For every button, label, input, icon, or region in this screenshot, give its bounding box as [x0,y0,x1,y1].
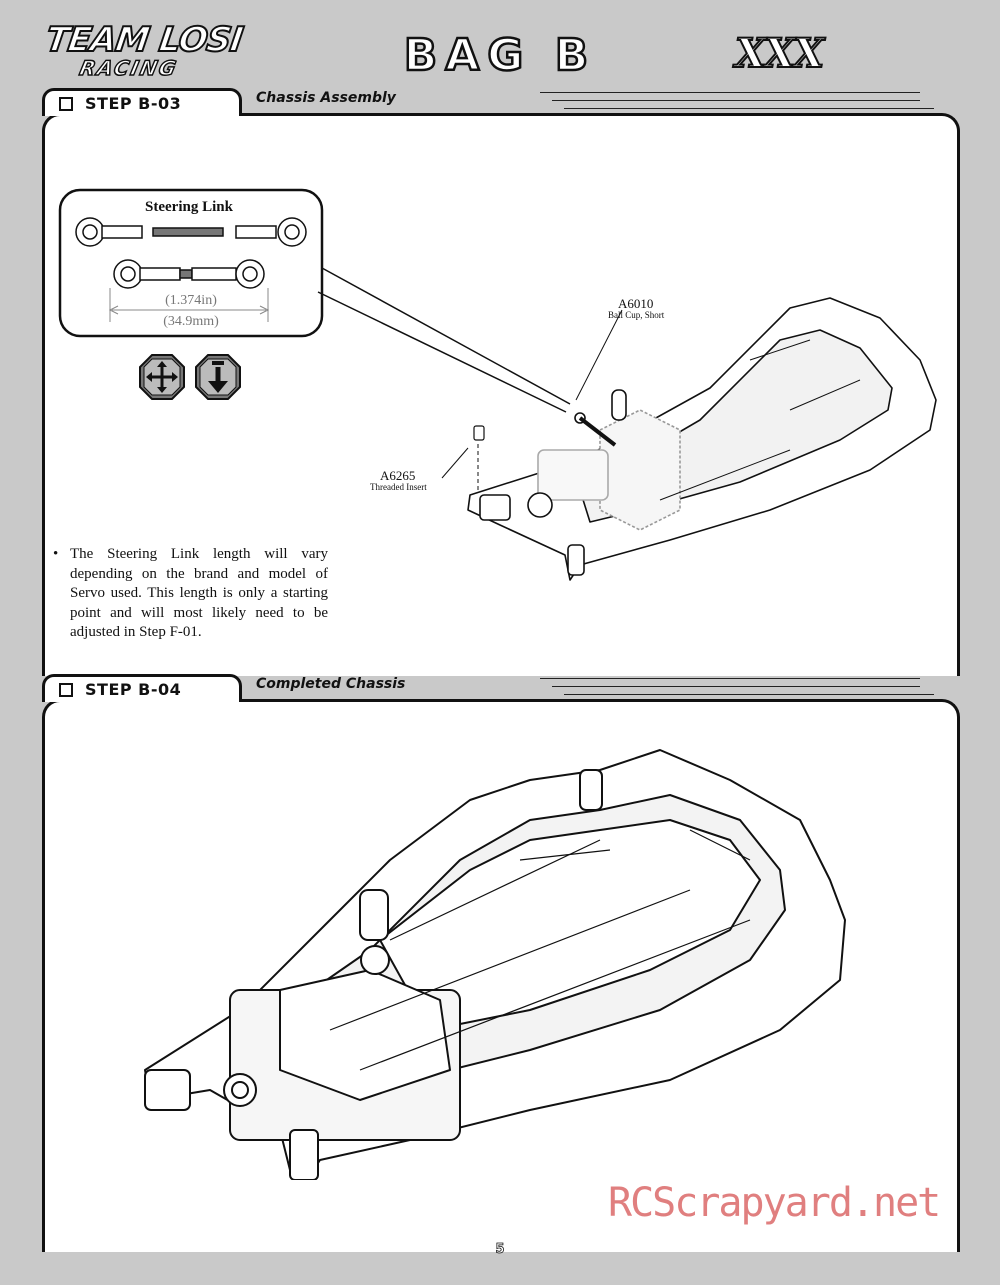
divider [564,108,934,109]
completed-chassis-drawing [144,749,846,1180]
move-arrows-icon [139,354,185,400]
dimension-mm: (34.9mm) [163,314,219,329]
divider [540,92,920,93]
inset-title: Steering Link [145,199,234,215]
callout-lines [317,267,571,413]
part-a6265-name: Threaded Insert [370,482,427,492]
step-b03-tab: STEP B-03 [42,88,242,116]
part-a6010-code: A6010 [618,296,653,311]
step-title: Chassis Assembly [256,90,396,106]
threaded-insert-callout: A6265 Threaded Insert [370,425,485,492]
watermark: RCScrapyard.net [608,1180,941,1226]
note-text: The Steering Link length will vary depen… [70,546,328,640]
instruction-note: • The Steering Link length will vary dep… [53,545,328,643]
divider [552,686,920,687]
step-label: STEP B-03 [85,94,182,113]
checkbox-icon[interactable] [59,96,73,111]
bag-title: BAG B [402,29,597,83]
divider [552,100,920,101]
bullet: • [53,546,59,562]
checkbox-icon[interactable] [59,682,73,697]
part-a6010-name: Ball Cup, Short [608,310,665,320]
step-b04-tab: STEP B-04 [42,674,242,702]
steering-link-inset: Steering Link (1.374in) (34.9mm) [58,188,324,338]
chassis-assembly-drawing: A6010 Ball Cup, Short [467,296,937,581]
steering-link-bottom [113,259,265,289]
steering-link-top [75,217,307,247]
step-title: Completed Chassis [256,676,406,692]
divider [564,694,934,695]
step-label: STEP B-04 [85,680,182,699]
divider [540,678,920,679]
dimension-inches: (1.374in) [165,293,217,308]
page-number: 5 [495,1242,505,1258]
press-down-icon [195,354,241,400]
part-a6265-code: A6265 [380,468,415,483]
model-logo: XXX [734,29,825,78]
